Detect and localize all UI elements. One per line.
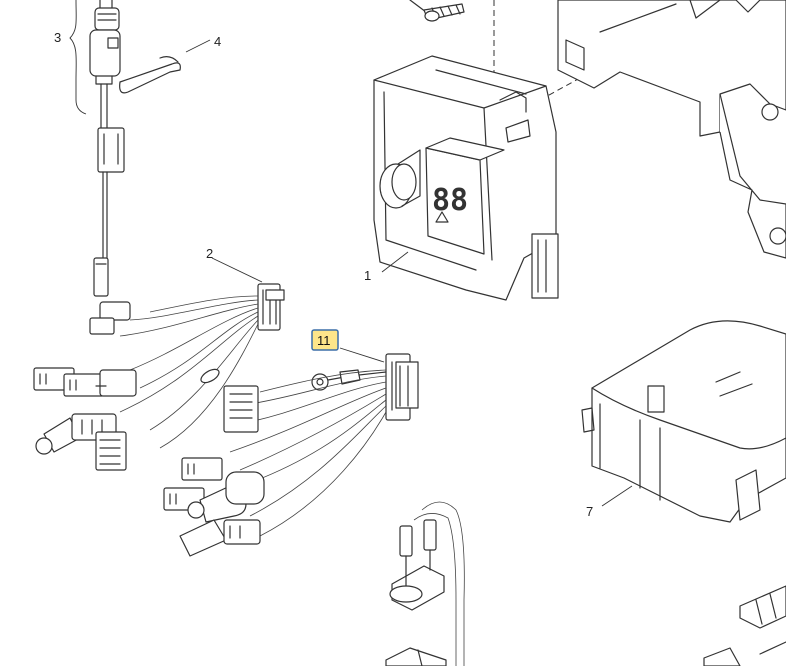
callout-4: 4	[214, 34, 221, 49]
mounting-bracket	[557, 0, 786, 259]
callout-7: 7	[586, 504, 593, 519]
thermostat-sensor	[389, 501, 465, 666]
display-digits: 88	[432, 183, 468, 218]
callout-11: 11	[317, 333, 331, 348]
probe-assembly	[69, 0, 211, 297]
callout-11-highlight[interactable]: 11	[311, 329, 339, 351]
wire-harness-part-11	[163, 347, 419, 557]
callout-2: 2	[206, 246, 213, 261]
callout-3: 3	[54, 30, 61, 45]
callout-1: 1	[364, 268, 371, 283]
cover-part-7	[581, 320, 786, 523]
control-module-part-1: 88	[373, 0, 661, 301]
bottom-fragments	[385, 585, 786, 666]
wire-harness-part-2	[33, 257, 285, 471]
